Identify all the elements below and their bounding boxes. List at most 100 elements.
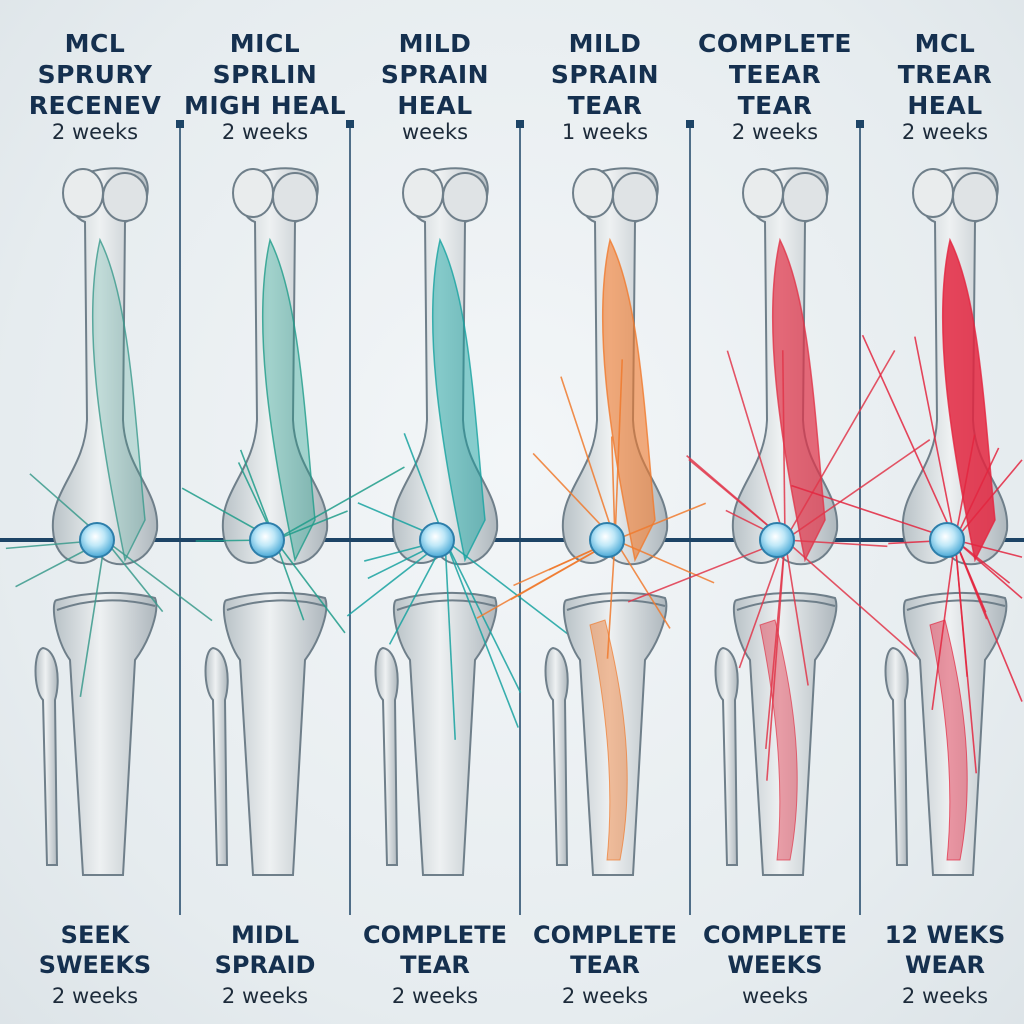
tibia-bone <box>562 591 668 876</box>
tibia-bone <box>902 591 1008 876</box>
stage-title: MILD SPRAIN TEAR <box>520 28 690 121</box>
stage-duration: weeks <box>401 120 469 144</box>
stage-title-line-2: SPRURY <box>37 60 153 89</box>
stage-title: COMPLETE TEEAR TEAR <box>690 28 860 121</box>
stage-title-line-1: MICL <box>229 29 301 58</box>
stage-column-5: COMPLETE TEEAR TEAR 2 weeks COMPLETE WEE… <box>690 0 860 1024</box>
knee-6 <box>791 167 1023 876</box>
tibia-plateau <box>736 599 836 611</box>
fibula-bone <box>544 646 569 866</box>
stage-title-line-3: TEAR <box>737 91 813 120</box>
stage-title: MCL SPRURY RECENEV <box>10 28 180 121</box>
mcl-ligament <box>261 237 316 563</box>
mcl-ligament-fiber <box>79 539 106 697</box>
mcl-ligament <box>431 237 486 563</box>
mcl-ligament-fiber <box>614 539 671 629</box>
stage-title-line-3: TEAR <box>567 91 643 120</box>
stage-footer-line-1: COMPLETE <box>703 921 847 949</box>
tibia-bone <box>222 591 328 876</box>
mcl-ligament-fiber <box>104 539 213 622</box>
tibia-plateau <box>396 599 496 611</box>
tibia-bone <box>52 591 158 876</box>
stage-duration: 2 weeks <box>51 120 139 144</box>
mcl-ligament-fiber <box>954 539 968 677</box>
mcl-ligament-fiber <box>614 502 707 541</box>
stage-title: MICL SPRLIN MIGH HEAL <box>180 28 350 121</box>
stage-footer-duration: 2 weeks <box>561 984 649 1008</box>
stage-title-line-1: MCL <box>914 29 976 58</box>
femur-bone <box>391 167 499 566</box>
knee-joint <box>589 522 625 558</box>
mcl-ligament-fiber <box>104 539 164 613</box>
stage-footer-label: COMPLETE TEAR <box>520 920 690 980</box>
divider-marker <box>686 120 694 128</box>
knee-5 <box>627 167 936 876</box>
mcl-ligament-fiber <box>954 434 976 541</box>
divider-marker <box>346 120 354 128</box>
mcl-ligament-fiber <box>476 539 616 619</box>
stage-title-line-2: SPRAIN <box>380 60 490 89</box>
divider-marker <box>176 120 184 128</box>
fibula-bone <box>34 646 59 866</box>
stage-title-line-3: HEAL <box>397 91 473 120</box>
knee-2 <box>181 167 405 876</box>
stage-column-2: MICL SPRLIN MIGH HEAL 2 weeks MIDL SPRAI… <box>180 0 350 1024</box>
femur-condyle <box>952 172 998 222</box>
mcl-ligament-fiber <box>274 510 348 541</box>
stage-footer-duration: weeks <box>741 984 809 1008</box>
tibia-plateau <box>906 599 1006 611</box>
mcl-ligament-fiber <box>954 447 1000 541</box>
mcl-ligament-fiber <box>627 539 786 603</box>
stage-footer-label: COMPLETE WEEKS <box>690 920 860 980</box>
mcl-ligament <box>91 237 146 563</box>
mcl-ligament-fiber <box>444 539 575 640</box>
mcl-ligament-fiber <box>444 539 522 694</box>
knee-joint <box>249 522 285 558</box>
mcl-ligament-lower <box>589 619 628 861</box>
stage-title-line-2: TEEAR <box>728 60 822 89</box>
knee-joint <box>79 522 115 558</box>
stage-footer-line-1: MIDL <box>230 921 300 949</box>
stage-footer-duration: 2 weeks <box>901 984 989 1008</box>
mcl-ligament-fiber <box>726 350 786 541</box>
stage-title-line-1: COMPLETE <box>698 29 852 58</box>
femur-condyle <box>612 172 658 222</box>
stage-title-line-3: RECENEV <box>28 91 162 120</box>
mcl-ligament-fiber <box>738 539 786 669</box>
mcl-ligament-fiber <box>444 539 456 740</box>
mcl-ligament <box>601 237 656 563</box>
femur-bone <box>51 167 159 566</box>
stage-footer-line-1: 12 WEKS <box>884 921 1006 949</box>
knee-joint <box>759 522 795 558</box>
mcl-ligament <box>941 237 996 563</box>
divider-marker <box>516 120 524 128</box>
mcl-ligament-fiber <box>954 459 1023 541</box>
column-dividers <box>176 120 864 915</box>
stage-footer-label: SEEK SWEEKS <box>10 920 180 980</box>
mcl-ligament-lower <box>929 619 968 861</box>
stage-column-4: MILD SPRAIN TEAR 1 weeks COMPLETE TEAR 2… <box>520 0 690 1024</box>
stage-title-line-3: MIGH HEAL <box>183 91 347 120</box>
mcl-ligament-fiber <box>444 539 519 728</box>
stage-title-line-2: SPRAIN <box>550 60 660 89</box>
stage-column-6: MCL TREAR HEAL 2 weeks 12 WEKS WEAR 2 we… <box>860 0 1024 1024</box>
stage-column-3: MILD SPRAIN HEAL weeks COMPLETE TEAR 2 w… <box>350 0 520 1024</box>
fibula-bone <box>374 646 399 866</box>
knee-joint <box>929 522 965 558</box>
femur-condyle <box>442 172 488 222</box>
mcl-ligament-fiber <box>954 539 1023 558</box>
divider-marker <box>856 120 864 128</box>
mcl-ligament-fiber <box>784 539 888 548</box>
fibula-bone <box>204 646 229 866</box>
knee-1 <box>5 167 213 876</box>
stage-footer-label: COMPLETE TEAR <box>350 920 520 980</box>
femur-condyle <box>272 172 318 222</box>
mcl-ligament-fiber <box>954 539 1023 599</box>
mcl-ligament-fiber <box>560 376 616 541</box>
mcl-ligament-fiber <box>784 539 936 673</box>
stage-duration: 1 weeks <box>561 120 649 144</box>
mcl-ligament-fiber <box>791 484 956 541</box>
mcl-ligament-fiber <box>931 539 956 711</box>
stage-column-1: MCL SPRURY RECENEV 2 weeks SEEK SWEEKS 2… <box>10 0 180 1024</box>
